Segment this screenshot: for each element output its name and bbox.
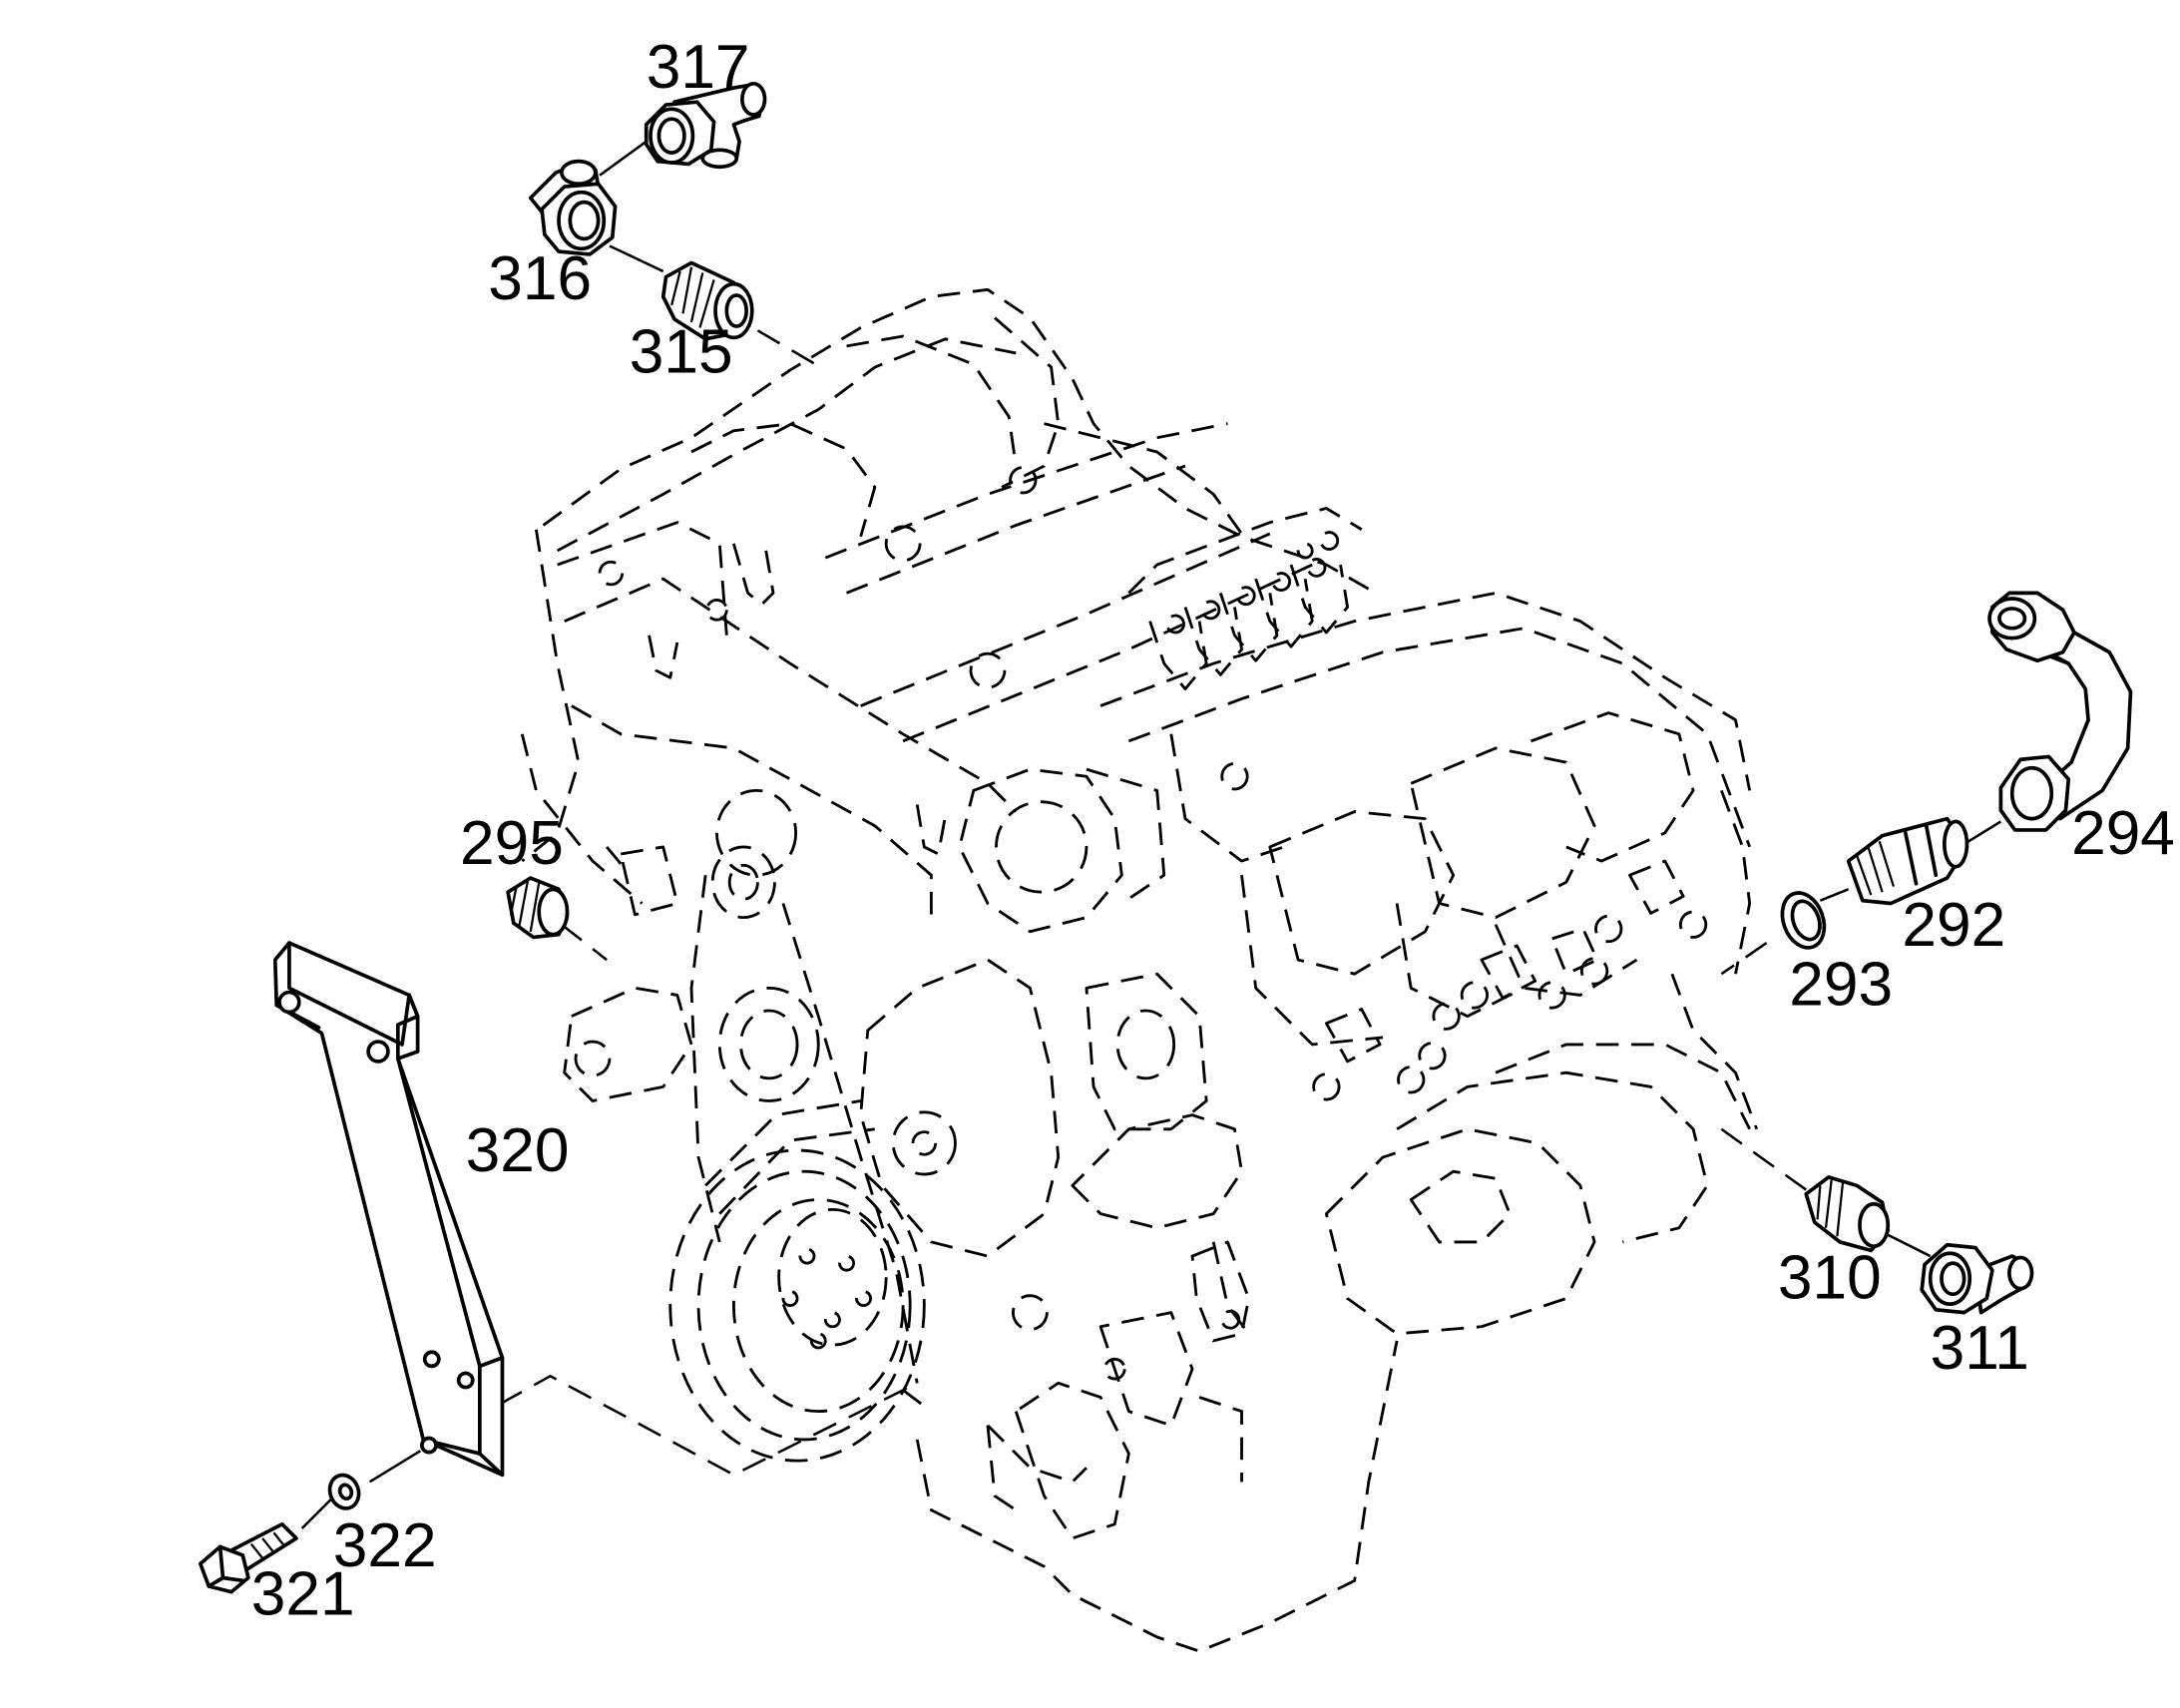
assembly-leader-lines bbox=[300, 140, 2002, 1529]
part-293-seal-ring bbox=[1780, 891, 1827, 950]
engine-block-outline bbox=[520, 287, 1759, 1653]
part-321-bolt bbox=[198, 1521, 298, 1594]
part-315-adapter bbox=[660, 260, 754, 341]
callout-311: 311 bbox=[1931, 1314, 2029, 1383]
part-294-bent-pipe bbox=[1987, 591, 2133, 832]
part-295-plug bbox=[506, 876, 570, 940]
part-310-adapter bbox=[1804, 1175, 1891, 1253]
callout-310: 310 bbox=[1778, 1243, 1882, 1312]
part-316-elbow-fitting bbox=[528, 159, 618, 256]
part-320-bracket bbox=[272, 941, 505, 1478]
callout-321: 321 bbox=[251, 1559, 355, 1628]
part-311-elbow bbox=[1920, 1242, 2034, 1315]
part-292-union bbox=[1846, 816, 1969, 906]
callout-315: 315 bbox=[630, 318, 733, 387]
callout-292: 292 bbox=[1902, 891, 2005, 960]
callout-labels: 317 316 315 295 320 321 322 294 292 293 … bbox=[251, 33, 2175, 1628]
part-317-tee-fitting bbox=[644, 81, 767, 170]
callout-320: 320 bbox=[466, 1116, 570, 1185]
injector-row bbox=[1127, 507, 1363, 690]
callout-317: 317 bbox=[647, 33, 750, 102]
callout-293: 293 bbox=[1789, 950, 1893, 1019]
callout-316: 316 bbox=[488, 244, 592, 313]
part-322-washer bbox=[327, 1473, 361, 1510]
crankshaft-pulley bbox=[668, 1099, 926, 1463]
callout-295: 295 bbox=[460, 809, 564, 878]
callout-294: 294 bbox=[2071, 799, 2175, 868]
callout-322: 322 bbox=[333, 1511, 437, 1580]
